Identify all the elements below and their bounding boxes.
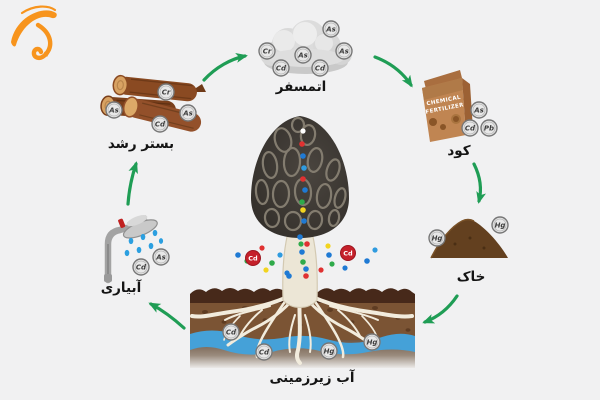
metal-badge: Pb (480, 119, 498, 137)
atmosphere-label: اتمسفر (275, 79, 327, 95)
svg-text:Cd: Cd (343, 249, 353, 257)
metal-badge: Hg (491, 216, 509, 234)
soil-label: خاک (457, 269, 486, 285)
stem-particles (235, 234, 378, 279)
svg-text:Cr: Cr (263, 48, 272, 56)
cap-particle-column (299, 128, 308, 224)
metal-badge: Cd (255, 343, 273, 361)
svg-text:As: As (297, 52, 308, 60)
metal-badge: As (105, 101, 123, 119)
svg-text:Hg: Hg (495, 222, 506, 230)
metal-badge-red: Cd (340, 245, 356, 261)
metal-badge: Cd (222, 323, 240, 341)
arrow-soil-to-groundwater (422, 294, 459, 324)
svg-text:Hg: Hg (432, 235, 443, 243)
svg-text:Cd: Cd (136, 264, 147, 272)
svg-text:Cd: Cd (465, 125, 476, 133)
arrow-irrigation-to-substrate (126, 161, 138, 206)
svg-text:As: As (473, 107, 484, 115)
arrow-substrate-to-atmosphere (202, 52, 248, 82)
mushroom-illustration: Cd Cd (235, 116, 378, 309)
water-drops (124, 229, 164, 257)
metal-badge: Hg (320, 342, 338, 360)
metal-badge: Cr (258, 42, 276, 60)
metal-badge: Hg (428, 229, 446, 247)
metal-badge: As (294, 46, 312, 64)
svg-text:As: As (108, 107, 119, 115)
substrate-label: بستر رشد (108, 136, 174, 152)
svg-text:Hg: Hg (324, 348, 335, 356)
svg-text:As: As (155, 254, 166, 262)
metal-badges: As Cr Cd As Cr As As As Cd Cd As Cd Pb H… (105, 20, 509, 361)
metal-badge: Cd (461, 119, 479, 137)
svg-text:Pb: Pb (484, 125, 494, 133)
metal-badge: Cd (132, 258, 150, 276)
groundwater-layer (190, 330, 415, 355)
metal-badge: Hg (363, 333, 381, 351)
metal-badge: Cd (151, 115, 169, 133)
svg-text:Cd: Cd (248, 254, 258, 262)
svg-text:Cd: Cd (155, 121, 166, 129)
metal-badge: As (152, 248, 170, 266)
metal-badge: As (335, 42, 353, 60)
svg-text:Cr: Cr (162, 89, 171, 97)
svg-text:Cd: Cd (226, 329, 237, 337)
logs-illustration (100, 74, 206, 132)
svg-text:Hg: Hg (367, 339, 378, 347)
metal-badge: As (322, 20, 340, 38)
svg-text:As: As (182, 110, 193, 118)
svg-text:As: As (338, 48, 349, 56)
fertilizer-label: کود (447, 143, 470, 159)
arrow-fertilizer-to-soil (472, 162, 487, 204)
metal-badge: As (179, 104, 197, 122)
metal-badge: Cd (311, 59, 329, 77)
groundwater-label: آب زیرزمینی (270, 369, 355, 386)
irrigation-label: آبیاری (101, 279, 142, 296)
svg-text:Cd: Cd (276, 65, 287, 73)
svg-text:Cd: Cd (259, 349, 270, 357)
shower-head (104, 214, 164, 284)
metal-badge-red: Cd (245, 250, 261, 266)
arrow-groundwater-to-irrigation (148, 302, 186, 330)
arrow-atmosphere-to-fertilizer (373, 55, 413, 88)
mushroom-stem (282, 228, 318, 309)
metal-badge: Cr (157, 83, 175, 101)
soil-speckles (202, 306, 411, 332)
svg-text:Cd: Cd (315, 65, 326, 73)
svg-text:As: As (325, 26, 336, 34)
metal-badge: Cd (272, 59, 290, 77)
metal-badge: As (470, 101, 488, 119)
brand-logo (11, 5, 57, 61)
